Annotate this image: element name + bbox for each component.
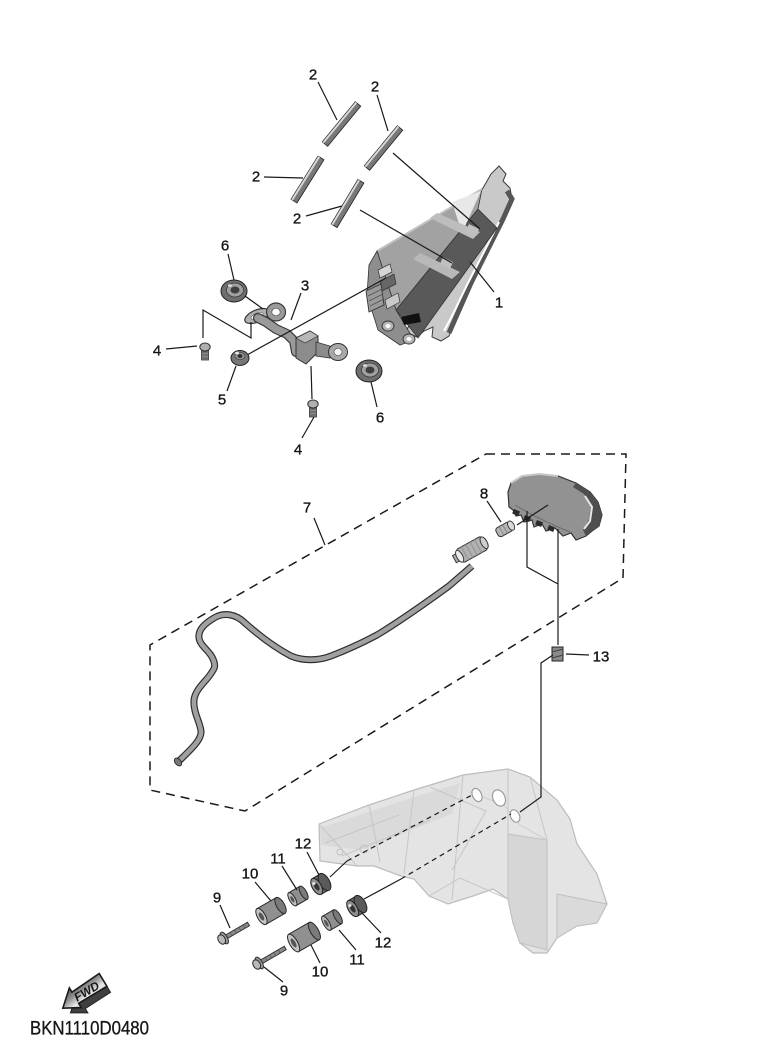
svg-text:10: 10 [242, 865, 259, 882]
svg-text:2: 2 [371, 78, 379, 95]
svg-text:8: 8 [480, 485, 488, 502]
svg-text:9: 9 [280, 982, 288, 999]
svg-text:11: 11 [270, 850, 286, 867]
svg-text:2: 2 [252, 168, 260, 185]
svg-text:3: 3 [301, 277, 309, 294]
svg-text:5: 5 [218, 391, 226, 408]
svg-text:11: 11 [349, 951, 365, 968]
svg-text:10: 10 [312, 963, 329, 980]
svg-text:9: 9 [213, 889, 221, 906]
svg-text:12: 12 [295, 835, 312, 852]
svg-text:6: 6 [221, 237, 229, 254]
svg-text:2: 2 [309, 66, 317, 83]
svg-text:2: 2 [293, 210, 301, 227]
svg-text:4: 4 [294, 441, 302, 458]
svg-text:1: 1 [495, 294, 503, 311]
svg-text:BKN1110D0480: BKN1110D0480 [30, 1018, 149, 1040]
svg-text:13: 13 [593, 648, 610, 665]
svg-text:12: 12 [375, 934, 392, 951]
svg-text:6: 6 [376, 409, 384, 426]
svg-text:7: 7 [303, 499, 311, 516]
svg-text:4: 4 [153, 342, 161, 359]
